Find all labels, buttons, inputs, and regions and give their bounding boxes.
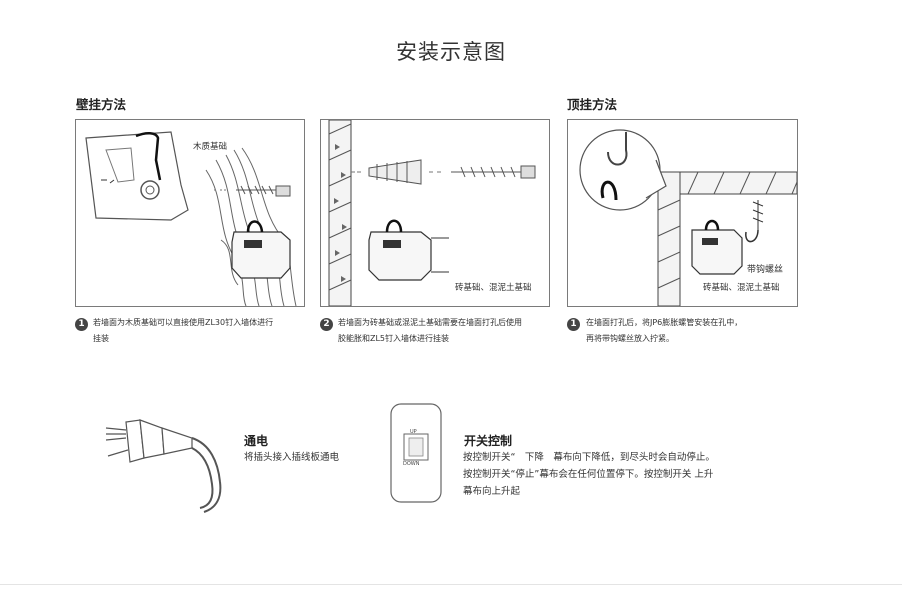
ceiling-note-line1: 在墙面打孔后，将JP6膨胀螺管安装在孔中， [586, 318, 743, 327]
switch-desc-line1: 按控制开关“ 下降 幕布向下降低，到尽头时会自动停止。 [463, 452, 715, 463]
brick-mount-diagram [320, 119, 550, 307]
switch-heading: 开关控制 [464, 434, 513, 448]
wood-base-label: 木质基础 [193, 142, 228, 152]
wall-mount-heading: 壁挂方法 [76, 97, 127, 112]
switch-down-label: DOWN [403, 461, 420, 467]
wood-mount-diagram [75, 119, 305, 307]
wall-note-2: 若墙面为砖基础或混泥土基础需要在墙面打孔后使用 胶能胀和ZL5钉入墙体进行挂装 [338, 315, 558, 347]
wall-note-2-line1: 若墙面为砖基础或混泥土基础需要在墙面打孔后使用 [338, 318, 522, 327]
wall-note-1-line2: 挂装 [93, 334, 109, 343]
hook-screw-label: 带钩螺丝 [747, 265, 784, 275]
ceiling-note-line2: 再将带钩螺丝放入拧紧。 [586, 334, 674, 343]
ceiling-mount-heading: 顶挂方法 [567, 97, 618, 112]
step-number-2: 2 [320, 318, 333, 331]
control-switch-illustration [389, 402, 443, 504]
switch-desc-line3: 幕布向上升起 [463, 486, 521, 497]
step-number-1: 1 [75, 318, 88, 331]
wall-note-1: 若墙面为木质基础可以直接使用ZL30钉入墙体进行 挂装 [93, 315, 308, 347]
plug-illustration [100, 412, 240, 522]
switch-description: 按控制开关“ 下降 幕布向下降低，到尽头时会自动停止。 按控制开关“停止”幕布会… [463, 449, 783, 500]
switch-desc-line2: 按控制开关“停止”幕布会在任何位置停下。按控制开关 上升 [463, 469, 714, 480]
switch-up-label: UP [410, 429, 417, 435]
step-number-ceiling: 1 [567, 318, 580, 331]
wall-note-2-line2: 胶能胀和ZL5钉入墙体进行挂装 [338, 334, 450, 343]
power-description: 将插头接入插线板通电 [244, 452, 340, 463]
ceiling-base-label: 砖基础、混泥土基础 [703, 283, 780, 293]
power-heading: 通电 [244, 434, 269, 448]
bottom-divider [0, 584, 902, 585]
page-title: 安装示意图 [396, 40, 506, 64]
wall-note-1-line1: 若墙面为木质基础可以直接使用ZL30钉入墙体进行 [93, 318, 274, 327]
ceiling-mount-diagram [567, 119, 798, 307]
ceiling-note: 在墙面打孔后，将JP6膨胀螺管安装在孔中， 再将带钩螺丝放入拧紧。 [586, 315, 796, 347]
brick-base-label: 砖基础、混泥土基础 [455, 283, 532, 293]
